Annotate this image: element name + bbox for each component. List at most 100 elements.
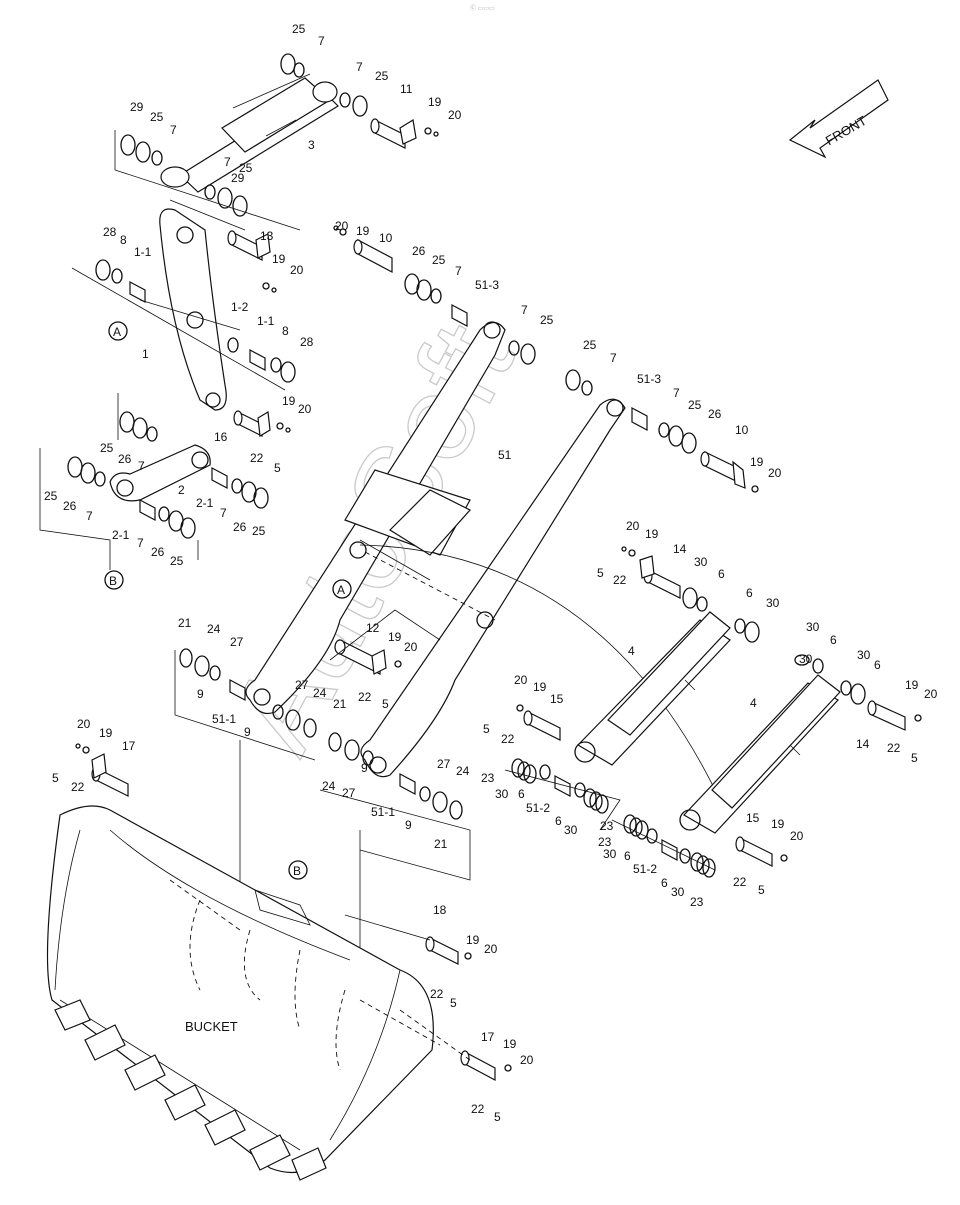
part-label: 7: [220, 506, 227, 520]
part-label: 21: [178, 616, 192, 630]
part-label: 6: [518, 787, 525, 801]
part-label: 5: [382, 697, 389, 711]
part-label: 30: [857, 648, 871, 662]
part-label: 20: [298, 402, 312, 416]
part-label: 20: [626, 519, 640, 533]
part-label: 14: [856, 737, 870, 751]
part-label: 11: [400, 82, 413, 96]
part-label: 8: [282, 324, 289, 338]
bucket-label: BUCKET: [185, 1019, 238, 1034]
part-label: 8: [120, 233, 127, 247]
washers-right-pivot: [328, 732, 463, 820]
washers-right-cylinder: [794, 654, 922, 731]
part-label: 19: [428, 95, 442, 109]
part-label: 25: [688, 398, 702, 412]
part-label: 25: [44, 489, 58, 503]
part-label: 6: [555, 814, 562, 828]
part-label: 7: [673, 386, 680, 400]
part-label: 19: [388, 630, 402, 644]
part-label: 51-1: [212, 712, 236, 726]
svg-text:B: B: [293, 864, 301, 878]
part-label: 25: [252, 524, 266, 538]
part-label: 5: [52, 771, 59, 785]
part-label: 7: [318, 34, 325, 48]
part-label: 25: [375, 69, 389, 83]
part-label: 3: [308, 138, 315, 152]
part-label: 19: [771, 817, 785, 831]
part-label: 30: [694, 555, 708, 569]
part-label: 9: [244, 725, 251, 739]
part-label: 51-2: [633, 862, 657, 876]
part-label: 20: [514, 673, 528, 687]
part-label: 19: [645, 527, 659, 541]
part-label: 22: [501, 732, 515, 746]
part-number-labels: 25 7 7 25 11 19 20 3 29 25 7 7 25 29 13 …: [44, 22, 938, 1124]
part-label: 20: [290, 263, 304, 277]
bracket-cylinder-mid: [169, 199, 246, 231]
part-label: 22: [358, 690, 372, 704]
part-label: 9: [361, 761, 368, 775]
part-label: 19: [272, 252, 286, 266]
part-label: 26: [233, 520, 247, 534]
part-label: 26: [151, 545, 165, 559]
part-label: 27: [295, 678, 309, 692]
pin-14-upper: [621, 546, 760, 643]
bracket-bell-crank: [71, 267, 286, 391]
part-label: 17: [481, 1030, 495, 1044]
pin-18: [425, 936, 472, 965]
part-label: 20: [77, 717, 91, 731]
lift-cylinder-4-left: [574, 611, 731, 766]
part-label: 22: [613, 573, 627, 587]
part-label: 20: [790, 829, 804, 843]
part-label: 23: [481, 771, 495, 785]
part-label: 26: [118, 452, 132, 466]
part-label: 4: [628, 644, 635, 658]
part-label: 19: [905, 678, 919, 692]
part-label: 51-3: [475, 278, 499, 292]
part-label: 25: [239, 161, 253, 175]
washers-cylinder: [120, 53, 368, 217]
part-label: 5: [597, 566, 604, 580]
part-label: 22: [733, 875, 747, 889]
part-label: 4: [750, 696, 757, 710]
part-label: 25: [583, 338, 597, 352]
bracket-ring-stack: [504, 769, 621, 831]
part-label: 25: [100, 441, 114, 455]
part-label: 51: [498, 448, 512, 462]
part-label: 24: [313, 686, 327, 700]
part-label: 24: [456, 764, 470, 778]
part-label: 1-1: [134, 245, 152, 259]
bushings-bell-crank: [95, 259, 296, 383]
washers-lower-arm: [565, 369, 697, 454]
washers-link-2: [67, 411, 269, 539]
part-label: 30: [799, 652, 813, 666]
part-label: 30: [671, 885, 685, 899]
part-label: 19: [282, 394, 296, 408]
part-label: 20: [335, 219, 349, 233]
part-label: 1-2: [231, 300, 249, 314]
part-label: 10: [735, 423, 749, 437]
part-label: 28: [300, 335, 314, 349]
part-label: 5: [758, 883, 765, 897]
part-label: 6: [874, 658, 881, 672]
part-label: 23: [600, 819, 614, 833]
part-label: 51-2: [526, 801, 550, 815]
bell-crank-1: [159, 208, 227, 411]
part-label: 25: [292, 22, 306, 36]
part-label: 7: [455, 264, 462, 278]
bucket-teeth: [54, 999, 327, 1181]
bracket-pivot-right: [319, 789, 471, 881]
pin-15-lower: [735, 836, 788, 867]
sweep-arc: [359, 544, 721, 801]
part-label: 5: [494, 1110, 501, 1124]
bracket-cylinder-left: [114, 130, 301, 231]
part-label: 26: [708, 407, 722, 421]
front-arrow: FRONT: [788, 79, 889, 159]
part-label: 10: [379, 231, 393, 245]
ring-stack-right: [623, 814, 716, 878]
part-label: 20: [768, 466, 782, 480]
part-label: 24: [207, 622, 221, 636]
part-label: 1-1: [257, 314, 275, 328]
part-label: 5: [911, 751, 918, 765]
part-label: 12: [366, 621, 380, 635]
